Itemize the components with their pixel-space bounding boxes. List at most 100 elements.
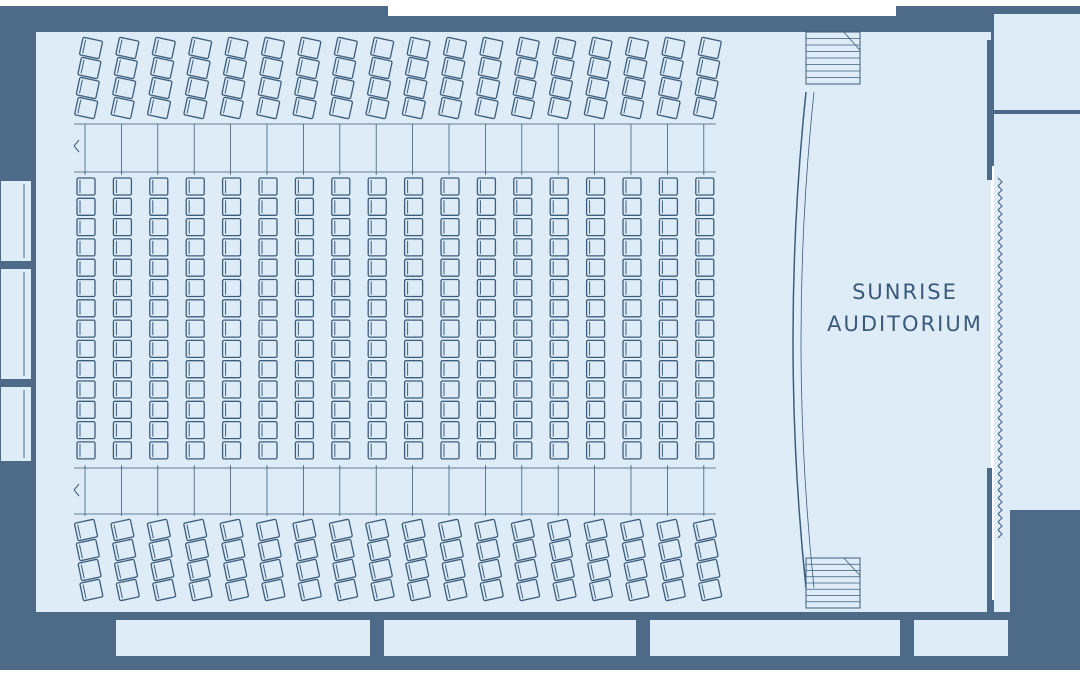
seat: [512, 538, 537, 562]
seat: [221, 380, 242, 399]
seat: [621, 76, 646, 100]
seat: [366, 76, 392, 100]
seat: [112, 400, 133, 419]
column: [370, 612, 384, 648]
seat: [185, 299, 205, 318]
seat: [185, 420, 205, 440]
seat: [150, 56, 175, 80]
seat: [221, 299, 242, 318]
seat: [221, 238, 242, 257]
seat: [294, 400, 315, 419]
seat: [695, 278, 715, 298]
seat: [513, 258, 533, 277]
seat: [585, 360, 606, 379]
seat: [367, 258, 387, 277]
seat: [148, 538, 173, 562]
seat: [510, 96, 536, 120]
seat: [513, 238, 533, 257]
seat: [403, 197, 424, 216]
seat: [76, 217, 96, 237]
seat: [585, 319, 606, 338]
seating-area: [73, 36, 723, 602]
seat: [513, 400, 533, 419]
seat: [401, 96, 426, 120]
curtain: [997, 177, 1003, 539]
seat: [440, 400, 460, 419]
seat: [476, 197, 497, 216]
seat: [403, 177, 424, 196]
seat: [77, 56, 102, 80]
seat: [148, 76, 173, 100]
seat: [258, 380, 278, 399]
seat: [476, 258, 497, 277]
seat: [188, 36, 213, 60]
stage-wall: [987, 40, 992, 180]
seat: [366, 538, 392, 562]
seat: [476, 299, 497, 318]
seat: [258, 197, 278, 216]
seat: [149, 360, 169, 379]
window: [0, 385, 33, 463]
seat: [585, 420, 606, 440]
seat: [513, 420, 533, 440]
seat: [476, 380, 497, 399]
seat: [695, 319, 715, 338]
seat: [622, 319, 642, 338]
seat: [587, 558, 612, 582]
seat: [513, 197, 533, 216]
seat: [294, 360, 315, 379]
seat: [585, 299, 606, 318]
seat: [549, 319, 569, 338]
seat: [622, 217, 642, 237]
seat: [152, 578, 177, 602]
seat: [585, 538, 610, 562]
seat: [185, 177, 205, 196]
seat: [624, 36, 650, 60]
seat: [658, 319, 679, 338]
seat: [331, 258, 351, 277]
seat: [622, 238, 642, 257]
seat: [695, 217, 715, 237]
seat: [331, 339, 351, 359]
seat: [258, 319, 278, 338]
window: [0, 179, 33, 263]
seat: [441, 56, 466, 80]
seat: [696, 558, 721, 582]
seat: [474, 518, 499, 542]
seat: [695, 339, 715, 359]
stage-edge: [792, 91, 807, 589]
seat: [440, 441, 460, 460]
seat: [656, 518, 681, 542]
seat: [695, 400, 715, 419]
seat: [441, 558, 466, 582]
arrow-icon: [73, 483, 80, 497]
seat: [331, 360, 351, 379]
seat: [297, 36, 322, 60]
seat: [219, 518, 244, 542]
seat: [149, 299, 169, 318]
seat: [585, 177, 606, 196]
seat: [658, 197, 679, 216]
seat: [73, 518, 99, 542]
seat: [439, 76, 464, 100]
seat: [76, 400, 96, 419]
seat: [438, 96, 463, 120]
seat: [403, 278, 424, 298]
seat: [548, 76, 574, 100]
seat: [294, 538, 319, 562]
seat: [658, 400, 679, 419]
seat: [659, 558, 685, 582]
seat: [622, 339, 642, 359]
seat: [549, 360, 569, 379]
seat: [76, 258, 96, 277]
seat: [439, 538, 464, 562]
seat: [547, 96, 572, 120]
seat: [476, 400, 497, 419]
seat: [261, 578, 286, 602]
seat: [258, 420, 278, 440]
seat: [221, 400, 242, 419]
seat: [76, 197, 96, 216]
seat: [440, 177, 460, 196]
seat: [479, 36, 504, 60]
seat: [185, 339, 205, 359]
